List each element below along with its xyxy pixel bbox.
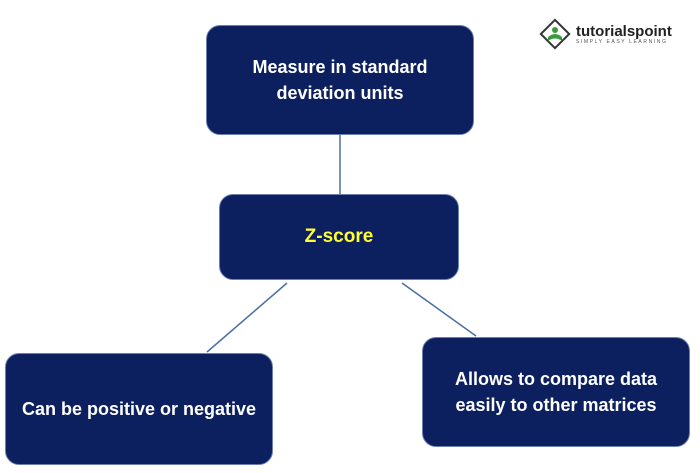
node-label: Z-score <box>304 226 374 247</box>
logo-diamond-icon <box>539 18 571 50</box>
logo-tagline: SIMPLY EASY LEARNING <box>576 38 668 45</box>
node-label: Measure in standard deviation units <box>252 57 428 103</box>
node-label: Allows to compare data easily to other m… <box>454 369 658 415</box>
node-label: Can be positive or negative <box>21 399 257 419</box>
logo-name: tutorialspoint <box>576 22 672 40</box>
connector-left <box>206 282 288 353</box>
node-z-score: Z-score <box>219 194 459 280</box>
node-standard-deviation: Measure in standard deviation units <box>206 25 474 135</box>
tutorialspoint-logo: tutorialspoint SIMPLY EASY LEARNING <box>538 17 672 51</box>
node-compare-data: Allows to compare data easily to other m… <box>422 337 690 447</box>
connector-right <box>401 282 477 337</box>
node-positive-negative: Can be positive or negative <box>5 353 273 465</box>
